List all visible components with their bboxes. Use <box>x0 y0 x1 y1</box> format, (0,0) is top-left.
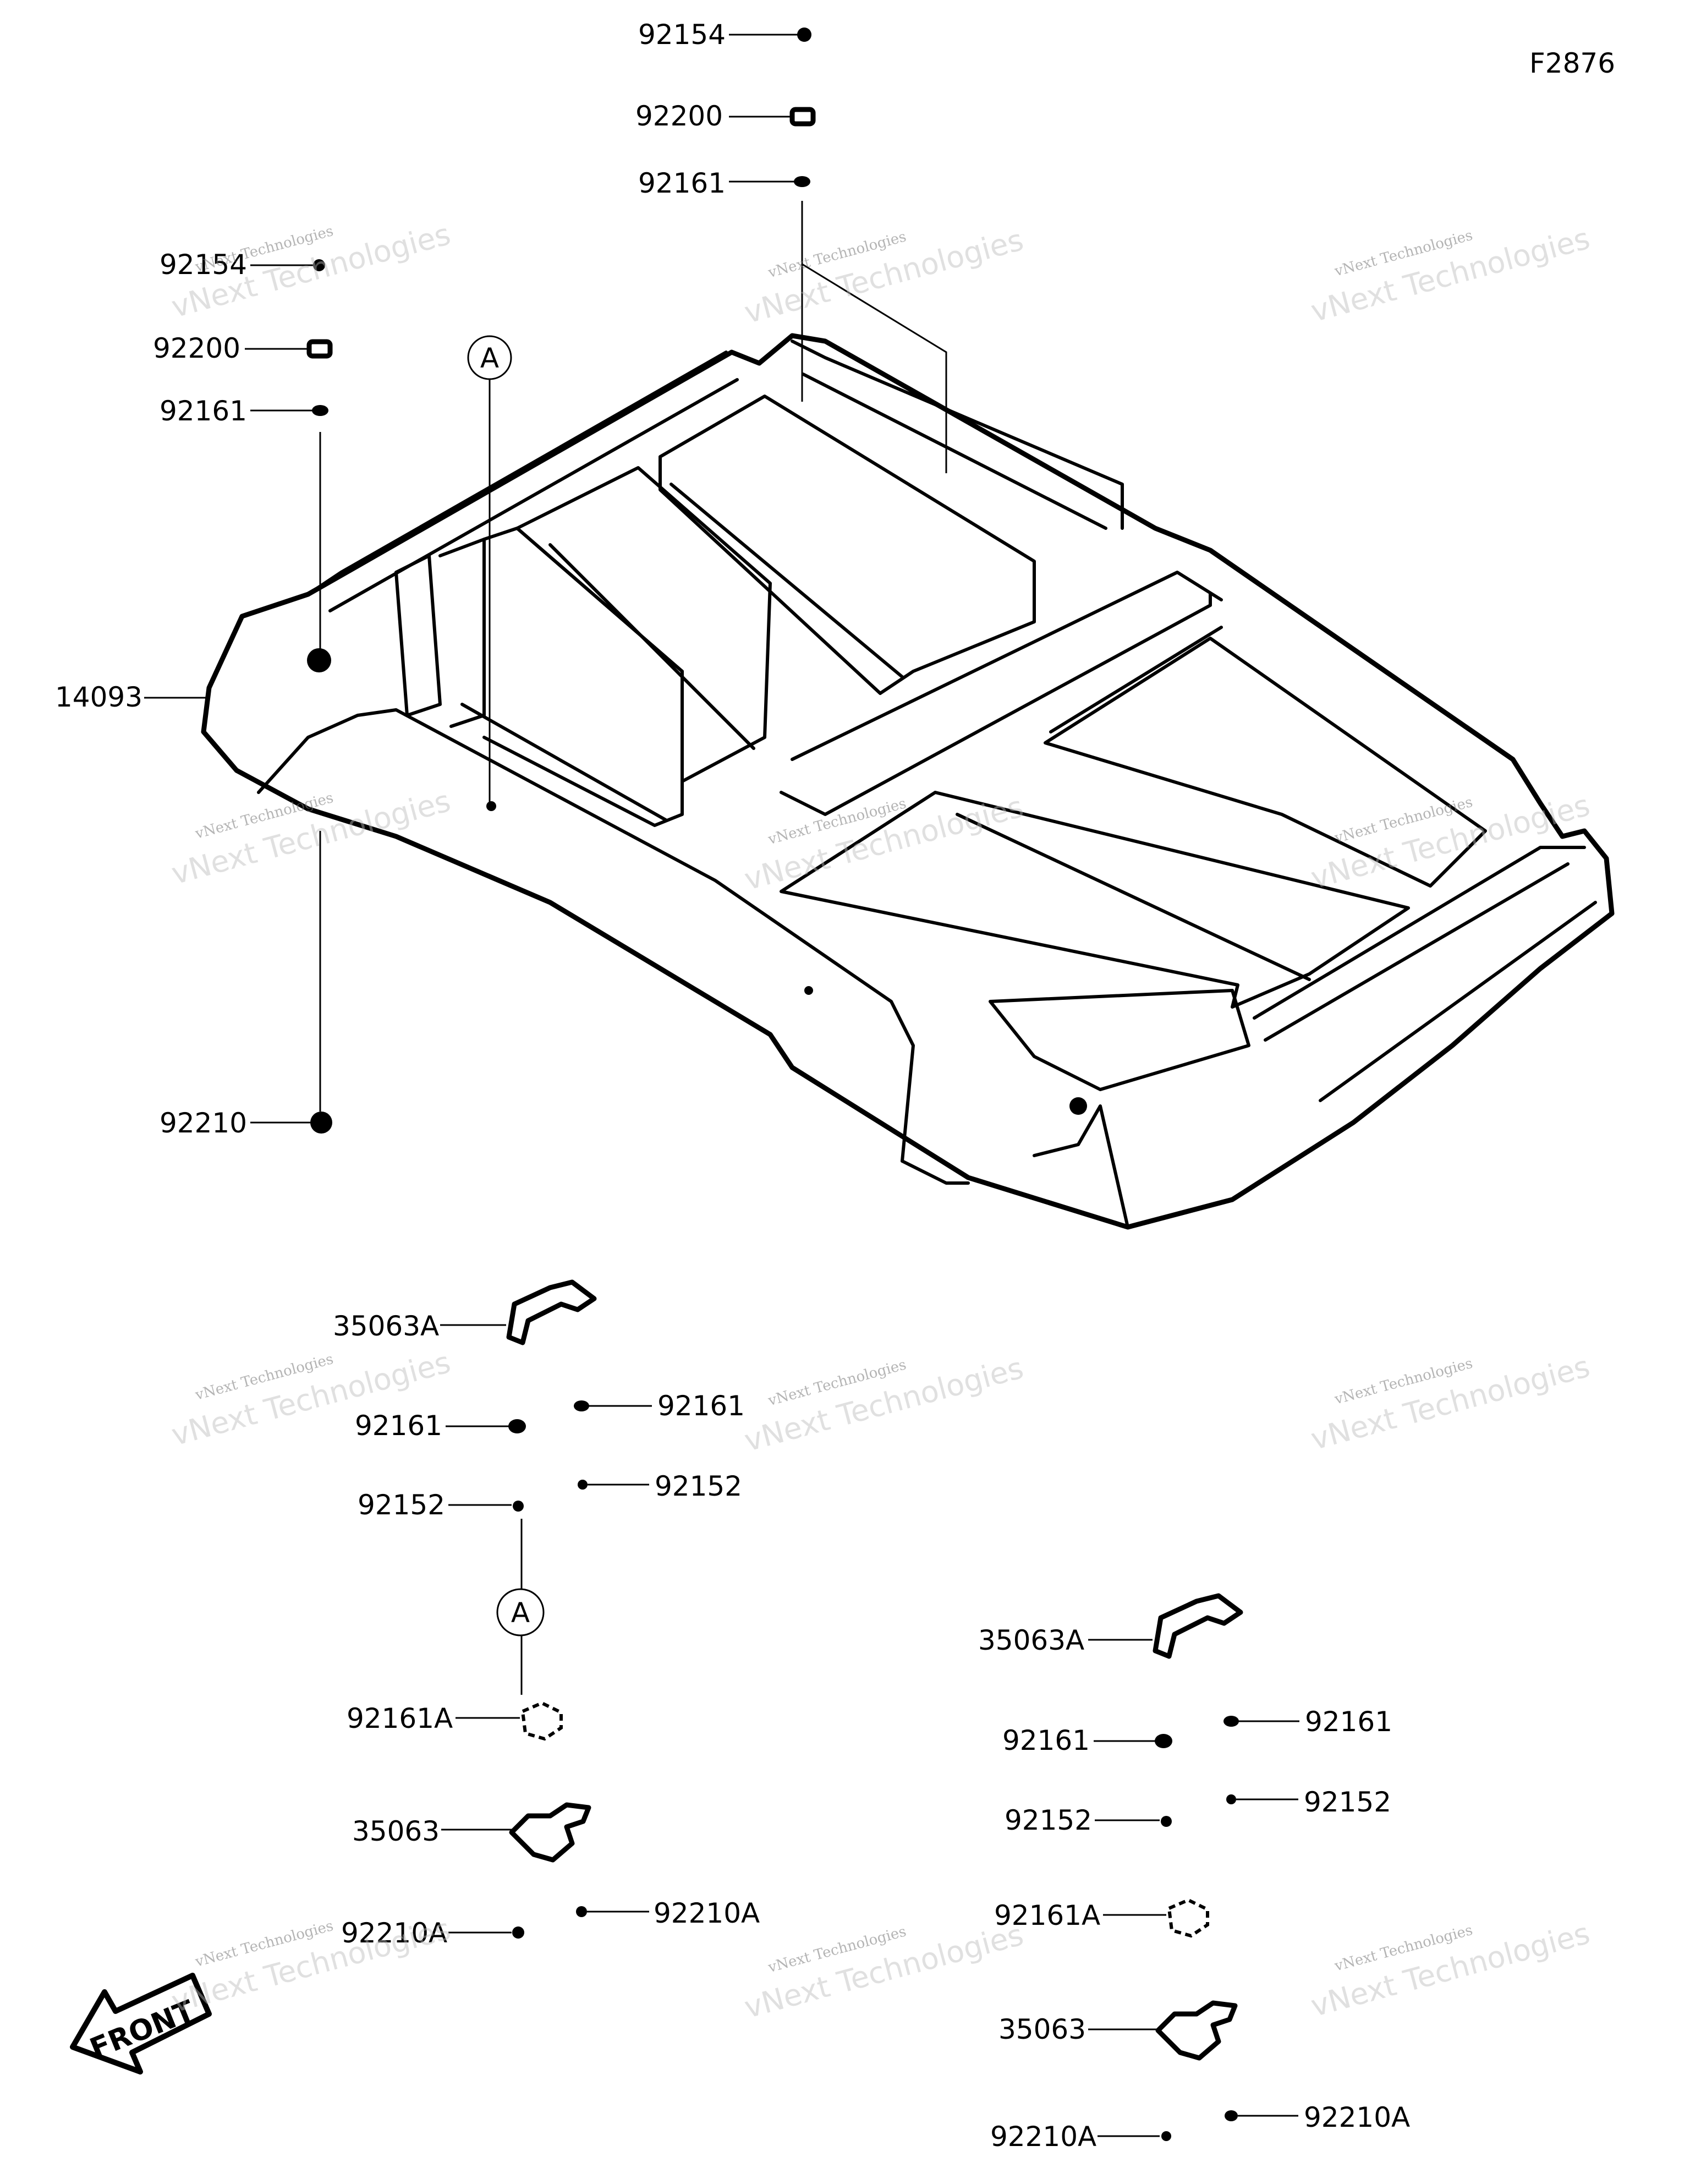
part-number-92152: 92152 <box>358 1489 445 1521</box>
bracket-icon <box>506 1279 597 1345</box>
callout-left-14093: 14093 <box>55 681 209 713</box>
clip-icon <box>512 1926 524 1939</box>
part-number-92152: 92152 <box>1304 1786 1391 1818</box>
part-number-14093: 14093 <box>55 681 142 713</box>
grommet-icon <box>312 405 328 416</box>
nut-icon <box>1161 1816 1172 1827</box>
callout-left-92154: 92154 <box>160 249 325 281</box>
circle-reference-icon <box>467 335 512 380</box>
reference-marker-a-top: A <box>467 335 512 811</box>
callout-top-92161: 92161 <box>638 167 947 473</box>
grommet-icon <box>508 1419 526 1433</box>
clip-icon <box>310 1112 332 1134</box>
part-number-92200: 92200 <box>153 332 240 364</box>
grommet-icon <box>1167 1898 1209 1938</box>
grommet-icon <box>574 1400 589 1411</box>
part-number-92200: 92200 <box>635 100 723 132</box>
circle-reference-icon <box>496 1588 545 1636</box>
clamp-icon <box>1155 2000 1238 2061</box>
washer-icon <box>306 339 333 359</box>
callout-left-92200: 92200 <box>153 332 333 364</box>
part-number-92210A: 92210A <box>341 1917 447 1949</box>
part-number-92154: 92154 <box>638 19 726 51</box>
reference-label: A <box>480 342 499 374</box>
washer-icon <box>789 107 816 127</box>
nut-icon <box>578 1480 588 1490</box>
callout-left-92210: 92210 <box>160 831 332 1139</box>
part-number-92210: 92210 <box>160 1107 247 1139</box>
clamp-icon <box>509 1802 591 1863</box>
part-number-35063A: 35063A <box>978 1624 1084 1656</box>
grommet-icon <box>794 176 810 187</box>
part-number-92161: 92161 <box>1305 1706 1392 1738</box>
callout-top-92154: 92154 <box>638 19 811 51</box>
clip-icon <box>1225 2110 1238 2121</box>
part-number-92152: 92152 <box>1005 1804 1092 1836</box>
part-number-92210A: 92210A <box>654 1897 760 1929</box>
part-number-35063A: 35063A <box>333 1310 439 1342</box>
clip-icon <box>576 1906 587 1917</box>
callout-top-92200: 92200 <box>635 100 816 132</box>
part-number-92161: 92161 <box>1002 1725 1090 1756</box>
detail-group-right: 35063A 92161 92161 92152 92152 92161A 35… <box>978 1593 1410 2153</box>
bracket-icon <box>1153 1593 1243 1659</box>
part-number-92154: 92154 <box>160 249 247 281</box>
front-direction-arrow-icon: FRONT <box>70 1973 212 2074</box>
part-number-92210A: 92210A <box>990 2121 1096 2153</box>
part-number-92161: 92161 <box>355 1410 442 1442</box>
nut-icon <box>513 1501 524 1512</box>
clip-icon <box>1161 2131 1171 2141</box>
part-number-92152: 92152 <box>655 1470 742 1502</box>
figure-id: F2876 <box>1529 47 1615 79</box>
part-number-35063: 35063 <box>352 1815 440 1847</box>
reference-label: A <box>511 1597 530 1629</box>
nut-icon <box>797 28 811 42</box>
part-number-35063: 35063 <box>998 2013 1086 2045</box>
grommet-icon <box>520 1701 563 1741</box>
nut-icon <box>313 259 325 271</box>
callout-left-92161: 92161 <box>160 395 328 649</box>
detail-group-left: 35063A 92161 92161 92152 92152 A 92161A … <box>333 1279 760 1949</box>
nut-icon <box>1226 1794 1236 1804</box>
part-number-92161: 92161 <box>657 1390 745 1422</box>
roof-panel-illustration <box>201 333 1615 1230</box>
part-number-92161: 92161 <box>160 395 247 427</box>
grommet-icon <box>1155 1734 1172 1748</box>
part-number-92161: 92161 <box>638 167 726 199</box>
part-number-92161A: 92161A <box>994 1900 1100 1931</box>
grommet-icon <box>1223 1716 1239 1727</box>
part-number-92210A: 92210A <box>1304 2101 1410 2133</box>
part-number-92161A: 92161A <box>347 1703 453 1734</box>
